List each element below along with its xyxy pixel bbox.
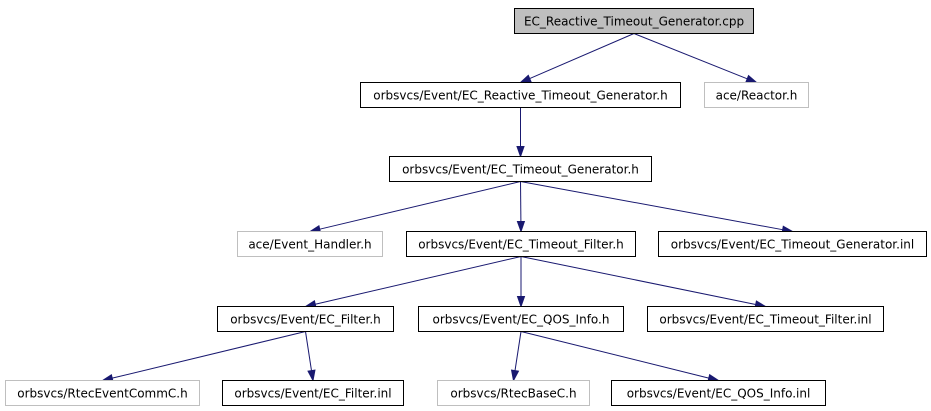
node-rtec-event-comm-h-box — [5, 380, 200, 406]
edge-arrowhead-reactive_h-to-timeout_gen_h — [516, 146, 525, 159]
node-qos-info-inl[interactable]: orbsvcs/Event/EC_QOS_Info.inl — [611, 380, 826, 406]
node-qos-info-h[interactable]: orbsvcs/Event/EC_QOS_Info.h — [418, 306, 624, 332]
edge-qos_info_h-to-qos_info_inl — [520, 331, 709, 379]
node-rtec-base-h-label: orbsvcs/RtecBaseC.h — [450, 387, 576, 401]
node-filter-inl-box — [222, 380, 404, 406]
node-root[interactable]: EC_Reactive_Timeout_Generator.cpp — [514, 8, 754, 34]
edge-timeout_gen_h-to-event_handler_h — [319, 181, 521, 230]
node-rtec-base-h[interactable]: orbsvcs/RtecBaseC.h — [437, 380, 590, 406]
edge-arrowhead-timeout_filter_h-to-qos_info_h — [516, 296, 526, 309]
edge-arrowhead-root-to-reactor_h — [745, 74, 758, 84]
edge-filter_h-to-filter_inl — [305, 331, 312, 371]
edge-timeout_filter_h-to-timeout_filter_inl — [520, 256, 756, 305]
node-timeout-filter-inl-box — [647, 306, 884, 332]
node-timeout-gen-inl[interactable]: orbsvcs/Event/EC_Timeout_Generator.inl — [658, 231, 927, 257]
node-filter-h-box — [217, 306, 394, 332]
edge-arrowhead-filter_h-to-filter_inl — [307, 369, 316, 382]
node-qos-info-h-label: orbsvcs/Event/EC_QOS_Info.h — [433, 313, 610, 327]
node-timeout-gen-h-label: orbsvcs/Event/EC_Timeout_Generator.h — [402, 163, 639, 177]
node-reactor-h[interactable]: ace/Reactor.h — [704, 82, 809, 108]
edge-qos_info_h-to-rtec_base_h — [514, 331, 522, 371]
node-rtec-event-comm-h[interactable]: orbsvcs/RtecEventCommC.h — [5, 380, 200, 406]
edge-root-to-reactor_h — [633, 33, 748, 80]
node-timeout-gen-inl-label: orbsvcs/Event/EC_Timeout_Generator.inl — [671, 238, 914, 252]
node-event-handler-h-label: ace/Event_Handler.h — [248, 238, 371, 252]
node-reactive-h-label: orbsvcs/Event/EC_Reactive_Timeout_Genera… — [373, 89, 667, 103]
node-filter-inl-label: orbsvcs/Event/EC_Filter.inl — [234, 387, 391, 401]
node-timeout-filter-h-box — [406, 231, 636, 257]
node-filter-h[interactable]: orbsvcs/Event/EC_Filter.h — [217, 306, 394, 332]
node-root-label: EC_Reactive_Timeout_Generator.cpp — [524, 15, 744, 29]
node-qos-info-inl-label: orbsvcs/Event/EC_QOS_Info.inl — [627, 387, 811, 401]
edges-layer — [101, 33, 794, 383]
node-reactive-h-box — [360, 82, 681, 108]
node-reactor-h-label: ace/Reactor.h — [716, 89, 798, 103]
node-timeout-gen-inl-box — [658, 231, 927, 257]
node-timeout-gen-h[interactable]: orbsvcs/Event/EC_Timeout_Generator.h — [389, 156, 652, 182]
node-root-box — [514, 8, 754, 34]
node-timeout-filter-inl[interactable]: orbsvcs/Event/EC_Timeout_Filter.inl — [647, 306, 884, 332]
edge-timeout_gen_h-to-timeout_gen_inl — [520, 181, 783, 231]
node-timeout-filter-inl-label: orbsvcs/Event/EC_Timeout_Filter.inl — [659, 313, 871, 327]
edge-arrowhead-qos_info_h-to-rtec_base_h — [510, 369, 520, 382]
edge-arrowhead-root-to-reactive_h — [519, 74, 532, 84]
node-filter-inl[interactable]: orbsvcs/Event/EC_Filter.inl — [222, 380, 404, 406]
node-timeout-filter-h[interactable]: orbsvcs/Event/EC_Timeout_Filter.h — [406, 231, 636, 257]
node-timeout-gen-h-box — [389, 156, 652, 182]
node-reactor-h-box — [704, 82, 809, 108]
node-timeout-filter-h-label: orbsvcs/Event/EC_Timeout_Filter.h — [418, 238, 624, 252]
node-event-handler-h-box — [237, 231, 383, 257]
node-rtec-base-h-box — [437, 380, 590, 406]
node-reactive-h[interactable]: orbsvcs/Event/EC_Reactive_Timeout_Genera… — [360, 82, 681, 108]
edge-filter_h-to-rtec_event_comm_h — [112, 331, 306, 379]
node-filter-h-label: orbsvcs/Event/EC_Filter.h — [230, 313, 381, 327]
edge-arrowhead-timeout_gen_h-to-timeout_filter_h — [516, 220, 526, 234]
edge-timeout_filter_h-to-filter_h — [315, 256, 522, 305]
node-event-handler-h[interactable]: ace/Event_Handler.h — [237, 231, 383, 257]
node-rtec-event-comm-h-label: orbsvcs/RtecEventCommC.h — [17, 387, 187, 401]
node-qos-info-inl-box — [611, 380, 826, 406]
edge-root-to-reactive_h — [529, 33, 635, 79]
node-qos-info-h-box — [418, 306, 624, 332]
